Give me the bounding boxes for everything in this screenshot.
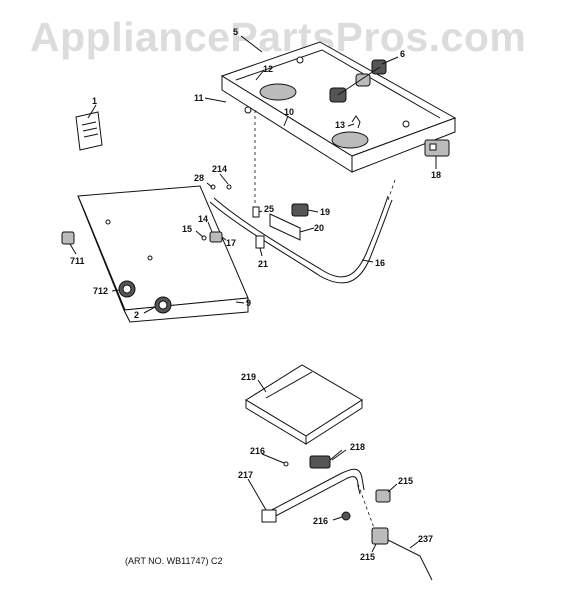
- part-217: [261, 468, 365, 523]
- callout-214: 215: [360, 552, 375, 562]
- callout-6: 10: [284, 107, 294, 117]
- callout-16: 18: [431, 170, 441, 180]
- callout-215: 215: [398, 476, 413, 486]
- callout-20: 25: [264, 204, 274, 214]
- manifold-pipe: [209, 195, 393, 284]
- callout-21: 28: [194, 173, 204, 183]
- callout-219: 219: [241, 372, 256, 382]
- callout-10: 12: [263, 64, 273, 74]
- callout-711: 712: [93, 286, 108, 296]
- callout-labels: 1 5 6 11 12 10 13 18 19 20 25 28 214 14 …: [70, 27, 441, 562]
- part-25: [61, 231, 75, 245]
- manual-booklet: [75, 111, 103, 151]
- part-19: [255, 235, 265, 249]
- part-218: [309, 449, 343, 469]
- art-number: (ART NO. WB11747) C2: [125, 556, 223, 566]
- callout-712: 214: [212, 164, 227, 174]
- part-216: [341, 511, 351, 521]
- callout-4: 6: [400, 49, 405, 59]
- part-16: [424, 139, 450, 157]
- watermark: AppliancePartsPros.com: [30, 14, 527, 60]
- callout-218: 218: [350, 442, 365, 452]
- callout-3: 5: [233, 27, 238, 37]
- part-214-237: [357, 483, 433, 581]
- part-12-15: [201, 184, 260, 243]
- callout-14: 16: [375, 258, 385, 268]
- callout-17: 19: [320, 207, 330, 217]
- callout-19: 21: [258, 259, 268, 269]
- burner-box: [220, 41, 457, 173]
- callout-217: 217: [238, 470, 253, 480]
- part-28: [283, 461, 289, 467]
- callout-9: 11: [194, 93, 204, 103]
- callout-25: 711: [70, 256, 85, 266]
- callout-15: 17: [226, 238, 236, 248]
- leader-lines: [69, 35, 437, 553]
- burner-valves: [329, 59, 387, 103]
- callout-18: 20: [314, 223, 324, 233]
- part-215: [375, 489, 391, 503]
- callout-11: 13: [335, 120, 345, 130]
- callout-12: 14: [198, 214, 208, 224]
- callout-13: 15: [182, 224, 192, 234]
- callout-216: 216: [313, 516, 328, 526]
- callout-2: 2: [134, 310, 139, 320]
- knobs: [118, 280, 172, 314]
- callout-28: 216: [250, 446, 265, 456]
- callout-1: 1: [92, 96, 97, 106]
- part-11: [351, 115, 361, 129]
- part-219: [245, 364, 363, 445]
- part-17-18: [269, 203, 309, 241]
- callout-5: 9: [246, 298, 251, 308]
- callout-237: 237: [418, 534, 433, 544]
